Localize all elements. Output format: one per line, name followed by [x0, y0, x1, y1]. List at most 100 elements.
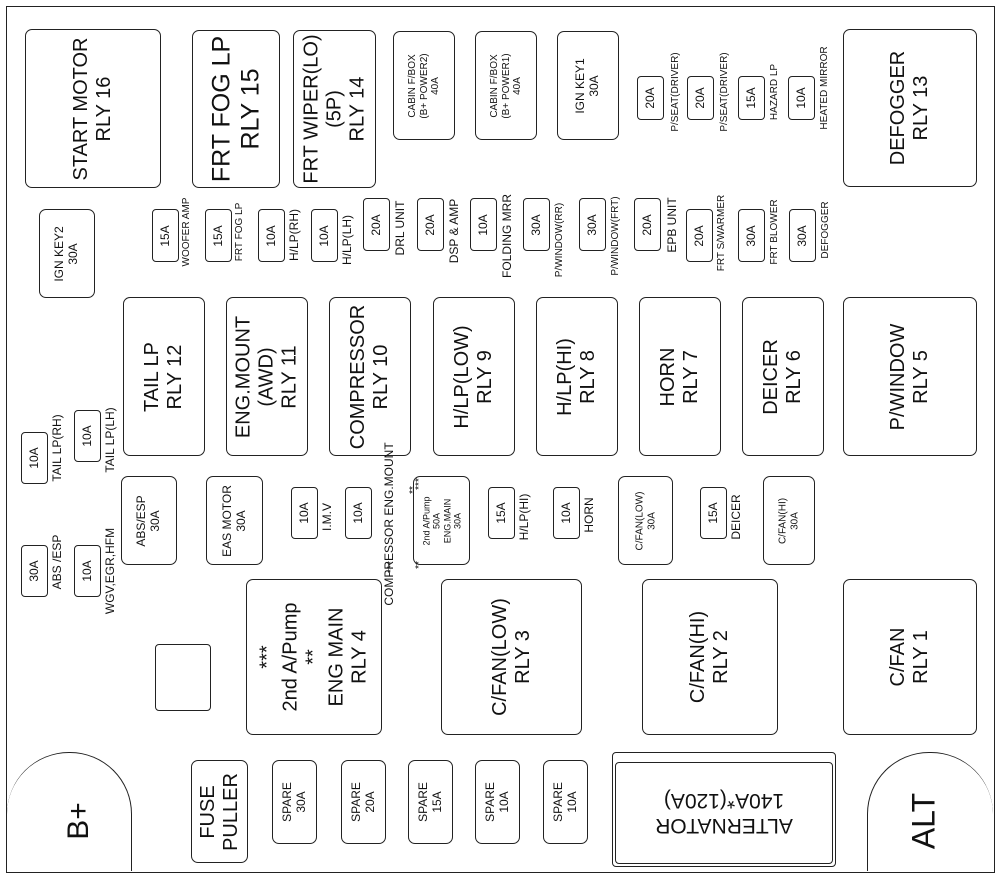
spare-fuse-10a-1: SPARE 10A [475, 760, 520, 844]
relay-11-label: ENG.MOUNT (AWD) RLY 11 [232, 315, 301, 438]
fuse-fog-amp: 15A [210, 224, 225, 247]
fuse-woofer-amp: 15A [152, 209, 179, 262]
fuse-hlplh-label: H/LP(LH) [340, 214, 354, 266]
fuse-pseat-2-amp: 20A [692, 87, 707, 109]
relay-7-label: HORN RLY 7 [657, 347, 702, 406]
relay-5-pwindow: P/WINDOW RLY 5 [843, 297, 977, 456]
relay-9-label: H/LP(LOW) RLY 9 [451, 324, 496, 429]
relay-9-hlp-low: H/LP(LOW) RLY 9 [433, 297, 515, 456]
fuse-folding-mrr: 10A [470, 198, 497, 251]
relay-10-compressor: COMPRESSOR RLY 10 [329, 297, 411, 456]
fuse-drl-amp: 20A [368, 213, 383, 236]
fuse-apump-label: 2nd A/Pump 50A ENG.MAIN 30A [420, 495, 462, 546]
fuse-tailrh-amp: 10A [26, 447, 41, 469]
fuse-warmer-label: FRT S/WARMER [716, 194, 727, 272]
fuse-fold-label: FOLDING MRR [500, 194, 514, 278]
alt-label: ALT [905, 793, 942, 850]
relay-3-cfan-low: C/FAN(LOW) RLY 3 [441, 579, 582, 735]
relay-15-frt-fog-lp: FRT FOG LP RLY 15 [192, 30, 280, 188]
fuse-blower-label: FRT BLOWER [769, 199, 780, 265]
fuse-hlphi-amp: 15A [493, 502, 508, 524]
fuse-fold-amp: 10A [475, 213, 490, 236]
fuse-deicer-amp: 15A [705, 502, 720, 524]
fuse-frt-swarmer: 20A [686, 209, 713, 262]
fuse-taillh-label: TAIL LP(LH) [103, 407, 117, 473]
relay-8-label: H/LP(HI) RLY 8 [554, 337, 599, 416]
relay-14-frt-wiper: FRT WIPER(LO) (5P) RLY 14 [293, 30, 376, 188]
fuse-cabin-fbox-power2: CABIN F/BOX (B+ POWER2) 40A [393, 31, 455, 140]
fuse-ign-key1-label: IGN KEY1 30A [573, 57, 601, 114]
fuse-frt-fog-lp: 15A [205, 209, 232, 262]
alternator-label: ALTERNATOR 140A*(120A) [655, 789, 793, 838]
fuse-pseat-1-label: P/SEAT(DRIVER) [670, 52, 681, 132]
fuse-epb-unit: 20A [634, 198, 661, 251]
fuse-drl-unit: 20A [363, 198, 390, 251]
spare-30-label: SPARE 30A [279, 782, 308, 822]
fuse-horn-amp: 10A [558, 502, 573, 524]
fuse-imv-amp: 10A [296, 502, 311, 524]
relay-2-cfan-hi: C/FAN(HI) RLY 2 [642, 579, 778, 735]
alt-terminal: ALT [867, 752, 993, 871]
fuse-cabin-power1-label: CABIN F/BOX (B+ POWER1) 40A [488, 52, 523, 119]
alternator-fuse: ALTERNATOR 140A*(120A) [615, 762, 833, 864]
relay-13-defogger: DEFOGGER RLY 13 [843, 29, 977, 187]
fuse-heated-mirror: 10A [788, 76, 815, 120]
fuse-ign-key2: IGN KEY2 30A [39, 209, 95, 298]
relay-10-label: COMPRESSOR RLY 10 [347, 304, 392, 449]
spare-fuse-20a: SPARE 20A [341, 760, 386, 844]
relay-13-label: DEFOGGER RLY 13 [887, 50, 932, 166]
fuse-hazard-amp: 15A [743, 87, 758, 109]
fuse-comp-stars-2: *** [386, 561, 397, 573]
fuse-warmer-amp: 20A [691, 224, 706, 247]
fuse-wgv-label: WGV,EGR,HFM [103, 527, 117, 615]
relay-3-label: C/FAN(LOW) RLY 3 [488, 598, 534, 716]
fuse-abs-label: ABS /ESP [50, 534, 64, 590]
fuse-compressor-eng-mount: 10A [345, 487, 372, 539]
relay-12-tail-lp: TAIL LP RLY 12 [123, 297, 205, 456]
fuse-abs-esp-big-label: ABS/ESP 30A [134, 494, 162, 547]
spare-fuse-30a: SPARE 30A [272, 760, 317, 844]
fuse-cfan-low: C/FAN(LOW) 30A [618, 476, 673, 565]
fuse-blower-amp: 30A [743, 224, 758, 247]
fuse-comp-label: COMPRESSOR ENG.MOUNT [382, 442, 396, 606]
relay-11-eng-mount: ENG.MOUNT (AWD) RLY 11 [226, 297, 308, 456]
fuse-abs-esp-30a: ABS/ESP 30A [121, 476, 177, 565]
fuse-defogger: 30A [789, 209, 816, 262]
spare-fuse-15a: SPARE 15A [408, 760, 453, 844]
relay-6-deicer: DEICER RLY 6 [742, 297, 824, 456]
fuse-ign-key1: IGN KEY1 30A [557, 31, 619, 140]
empty-slot [155, 644, 211, 711]
fuse-tail-lp-lh: 10A [74, 410, 101, 462]
fuse-horn-label: HORN [582, 497, 596, 533]
fuse-drl-label: DRL UNIT [393, 200, 407, 256]
fuse-wgv-amp: 10A [79, 560, 94, 582]
b-plus-terminal: B+ [7, 752, 132, 871]
fuse-pwrr-amp: 30A [528, 213, 543, 236]
fuse-cabin-fbox-power1: CABIN F/BOX (B+ POWER1) 40A [475, 31, 537, 140]
fuse-defog-label: DEFOGGER [820, 201, 831, 259]
relay-8-hlp-hi: H/LP(HI) RLY 8 [536, 297, 618, 456]
fuse-hazard-lp: 15A [738, 76, 765, 120]
fuse-epb-amp: 20A [639, 213, 654, 236]
relay-16-label: START MOTOR RLY 16 [70, 37, 115, 180]
fuse-mirror-amp: 10A [793, 87, 808, 109]
fuse-tailrh-label: TAIL LP(RH) [50, 414, 64, 482]
fuse-pseat-1-amp: 20A [642, 87, 657, 109]
fuse-puller: FUSE PULLER [191, 760, 248, 863]
fuse-hlprh-amp: 10A [263, 224, 278, 247]
fuse-defog-amp: 30A [794, 224, 809, 247]
fuse-puller-label: FUSE PULLER [196, 772, 242, 851]
fuse-dsp-amp-value: 20A [422, 213, 437, 236]
fuse-comp-amp: 10A [350, 502, 365, 524]
fuse-hazard-label: HAZARD LP [769, 63, 780, 121]
relay-2-label: C/FAN(HI) RLY 2 [687, 610, 732, 704]
fuse-epb-label: EPB UNIT [665, 197, 679, 253]
fuse-eas-label: EAS MOTOR 30A [219, 484, 248, 557]
relay-15-label: FRT FOG LP RLY 15 [207, 35, 264, 183]
fuse-hlp-lh: 10A [311, 209, 338, 262]
fuse-woofer-label: WOOFER AMP [181, 197, 192, 267]
fuse-apump-stars-1: ** [414, 561, 425, 569]
fuse-pwfrt-amp: 30A [584, 213, 599, 236]
fuse-tail-lp-rh: 10A [21, 432, 48, 484]
spare-20-label: SPARE 20A [348, 782, 377, 822]
